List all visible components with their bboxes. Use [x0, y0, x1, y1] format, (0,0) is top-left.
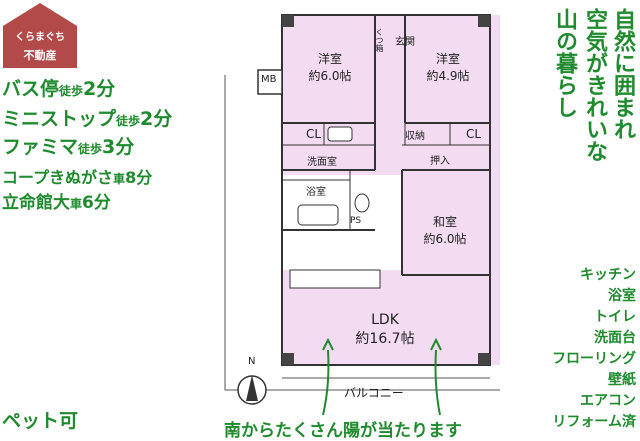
balcony-label: バルコニー — [344, 386, 404, 400]
ps-label: PS — [350, 216, 362, 226]
feature-item: 洗面台 — [594, 330, 636, 346]
feature-item: フローリング — [552, 351, 636, 367]
oshiire-label: 押入 — [430, 156, 450, 167]
floor-plan — [224, 14, 500, 415]
room-western2-label: 洋室約4.9帖 — [426, 52, 470, 83]
access-item: コープきぬがさ車8分 — [2, 168, 153, 187]
storage-label: 収納 — [405, 131, 425, 142]
feature-item: トイレ — [594, 309, 636, 325]
catchphrase-col3: 山の暮らし — [552, 8, 577, 118]
room-japanese-label: 和室約6.0帖 — [423, 215, 467, 246]
feature-item: エアコン — [580, 393, 636, 409]
north-label: N — [248, 356, 256, 367]
entrance-label: 玄関 — [395, 37, 415, 48]
access-item: バス停徒歩2分 — [2, 78, 116, 100]
access-item: 立命館大車6分 — [2, 193, 111, 213]
pet-allowed: ペット可 — [2, 410, 79, 432]
feature-item: リフォーム済 — [552, 414, 636, 430]
access-item: ファミマ徒歩3分 — [2, 136, 135, 158]
bath-label: 浴室 — [306, 187, 326, 198]
company-logo — [3, 3, 77, 68]
feature-item: 浴室 — [608, 288, 636, 304]
catchphrase-col1: 自然に囲まれ — [610, 8, 635, 140]
feature-item: キッチン — [580, 267, 636, 283]
catchphrase-col2: 空気がきれいな — [582, 8, 607, 162]
logo-subtitle: 不動産 — [23, 49, 57, 62]
feature-list: キッチン 浴室 トイレ 洗面台 フローリング 壁紙 エアコン リフォーム済 — [552, 265, 636, 433]
closet2-label: CL — [466, 127, 482, 141]
room-western1-label: 洋室約6.0帖 — [308, 52, 352, 83]
logo-name: くらまぐち — [15, 32, 65, 43]
mb-label: MB — [261, 74, 277, 85]
shoe-box-label: くつ箱 — [375, 28, 384, 52]
washroom-label: 洗面室 — [307, 157, 337, 168]
feature-item: 壁紙 — [608, 372, 636, 388]
access-item: ミニストップ徒歩2分 — [2, 108, 173, 130]
sunlight-note: 南からたくさん陽が当たります — [224, 421, 462, 441]
closet1-label: CL — [306, 127, 322, 141]
